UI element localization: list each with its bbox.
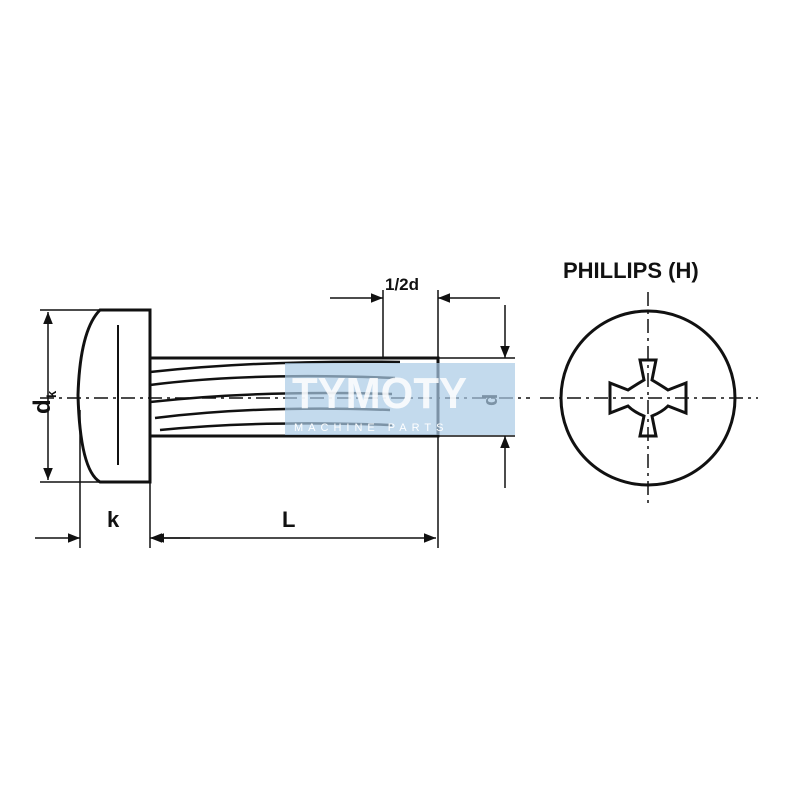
dk-label: d [29,399,56,414]
half-d-label: 1/2d [385,275,419,294]
watermark-brand: TYMOTY [292,369,467,418]
dk-subscript: k [44,390,59,398]
phillips-cross-icon [608,358,688,438]
screw-head [76,308,152,484]
l-label: L [282,507,295,532]
watermark-tagline: MACHINE PARTS [294,422,448,434]
watermark-logo: TYMOTY MACHINE PARTS [285,363,515,435]
drive-type-label: PHILLIPS (H) [563,258,699,283]
k-label: k [107,507,120,532]
thread-lines [149,360,401,432]
